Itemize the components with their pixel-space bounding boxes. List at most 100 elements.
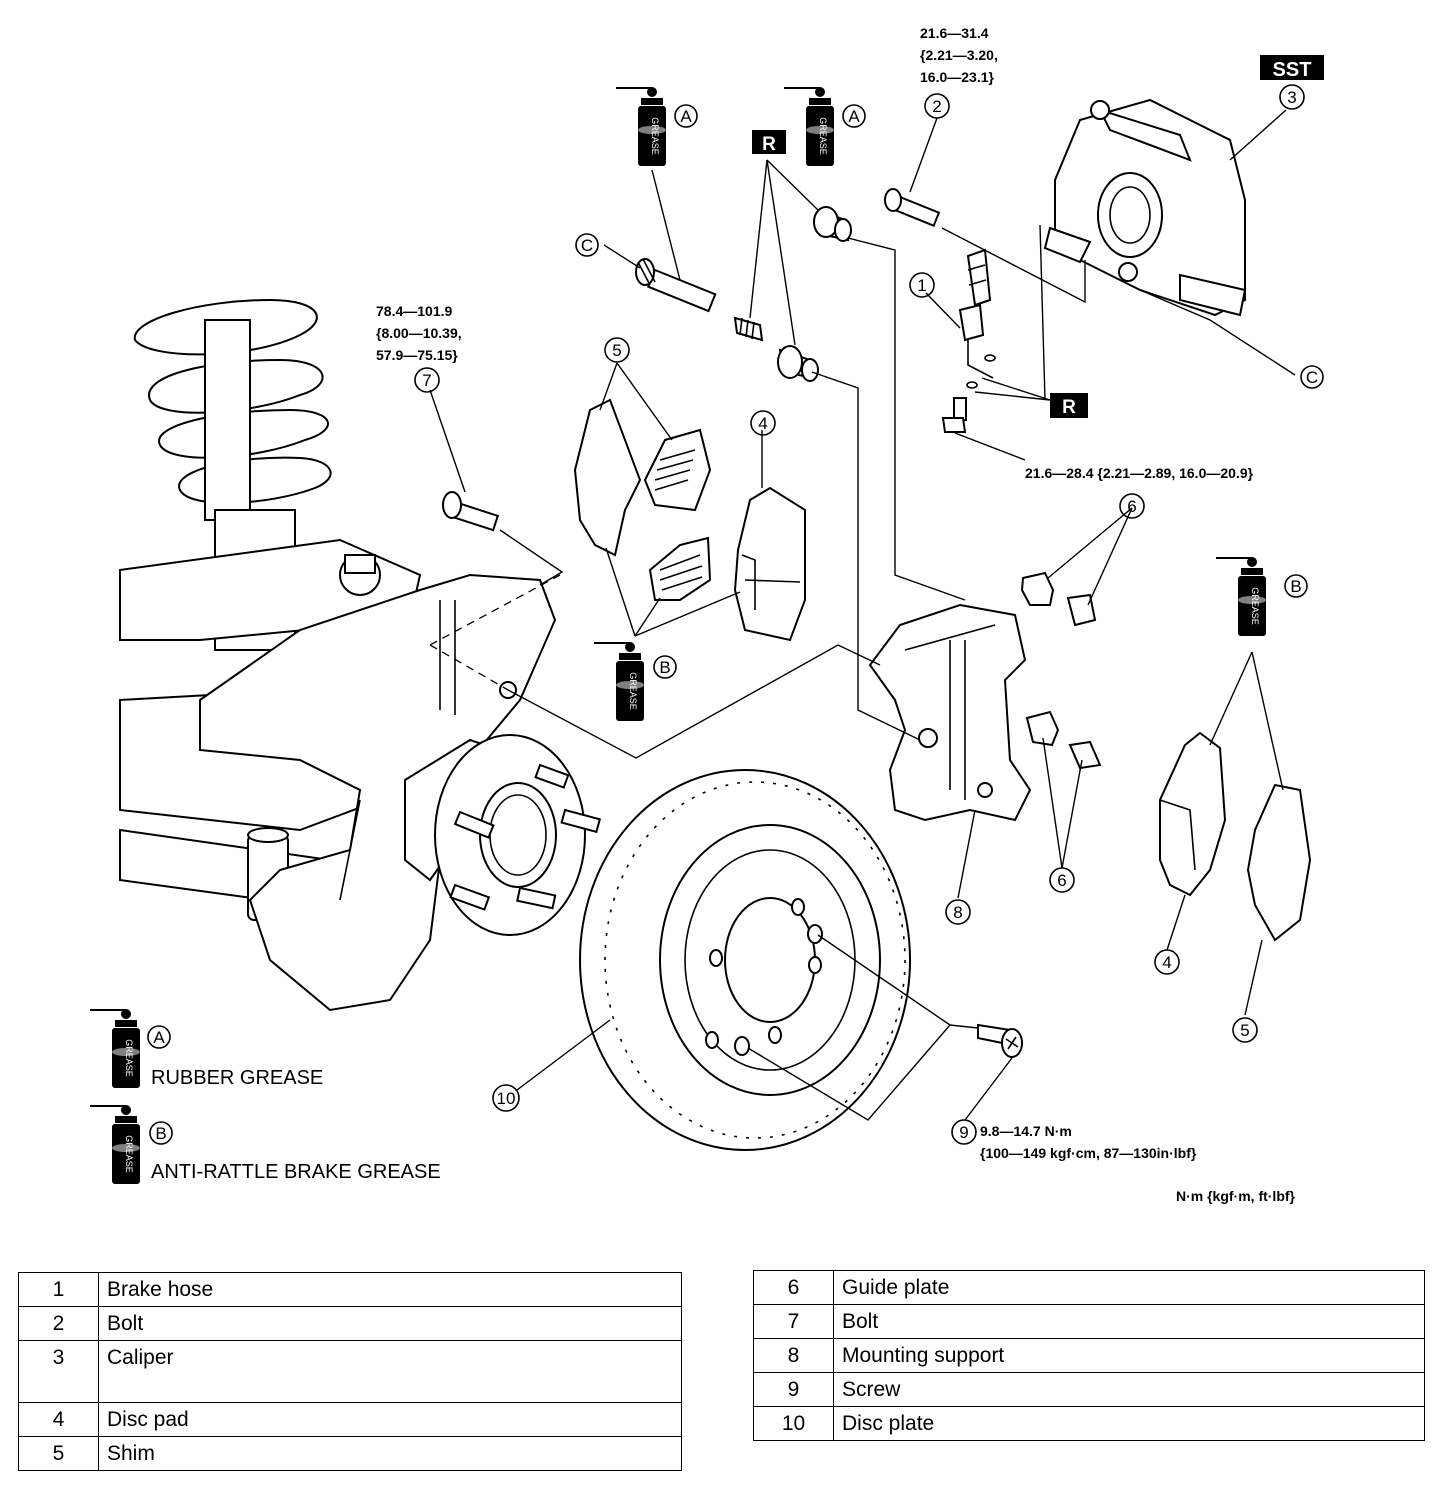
grease-letter-b: B: [149, 1121, 173, 1145]
svg-text:1: 1: [917, 276, 926, 295]
torque-units: N·m {kgf·m, ft·lbf}: [1176, 1188, 1296, 1204]
svg-text:4: 4: [1162, 953, 1171, 972]
suspension-assembly: [119, 298, 601, 1012]
grease-letter-a: A: [147, 1025, 171, 1049]
svg-text:9.8—14.7 N·m: 9.8—14.7 N·m: [980, 1123, 1072, 1139]
callout-4: 4: [1154, 949, 1180, 975]
callout-10: 10: [492, 1084, 520, 1112]
svg-text:{2.21—3.20,: {2.21—3.20,: [920, 47, 998, 63]
svg-text:10: 10: [497, 1089, 516, 1108]
brake-exploded-diagram: GREASE GREASE GREASE GREASE GREASE GREAS…: [89, 25, 1324, 1204]
guide-plates: [1020, 571, 1102, 770]
callout-1: 1: [909, 272, 935, 298]
callout-3: 3: [1279, 84, 1305, 110]
svg-text:8: 8: [953, 903, 962, 922]
hub-studs: [449, 763, 601, 911]
svg-text:GREASE: GREASE: [1250, 587, 1260, 625]
svg-text:6: 6: [1057, 871, 1066, 890]
svg-text:7: 7: [422, 371, 431, 390]
disc-plate: [579, 769, 911, 1151]
svg-text:5: 5: [1240, 1021, 1249, 1040]
svg-text:A: A: [680, 107, 692, 126]
svg-text:16.0—23.1}: 16.0—23.1}: [920, 69, 994, 85]
grease-can-legend-a: GREASE: [89, 1008, 141, 1089]
torque-spec-bolt-2: 21.6—31.4 {2.21—3.20, 16.0—23.1}: [920, 25, 998, 85]
callout-4: 4: [750, 410, 776, 436]
replace-badge: R: [1050, 393, 1088, 418]
callout-9: 9: [951, 1119, 977, 1145]
legend-anti-rattle-grease: ANTI-RATTLE BRAKE GREASE: [151, 1161, 441, 1183]
brake-hose: [941, 248, 996, 433]
svg-text:5: 5: [612, 341, 621, 360]
svg-text:2: 2: [932, 97, 941, 116]
svg-text:9: 9: [959, 1123, 968, 1142]
screw: [977, 1023, 1023, 1058]
svg-text:A: A: [153, 1028, 165, 1047]
slide-pin: [635, 258, 717, 313]
torque-spec-screw-9: 9.8—14.7 N·m {100—149 kgf·cm, 87—130in·l…: [980, 1123, 1197, 1161]
svg-text:GREASE: GREASE: [124, 1135, 134, 1173]
grease-can-b-pad: GREASE: [1215, 556, 1267, 637]
svg-text:GREASE: GREASE: [628, 672, 638, 710]
callout-7: 7: [414, 367, 440, 393]
grease-can-legend-b: GREASE: [89, 1104, 141, 1185]
torque-spec-bolt-7: 78.4—101.9 {8.00—10.39, 57.9—75.15}: [376, 303, 462, 363]
svg-text:B: B: [1290, 577, 1301, 596]
svg-text:4: 4: [758, 414, 767, 433]
callout-5: 5: [1232, 1017, 1258, 1043]
grease-letter-c: C: [575, 233, 599, 257]
grease-letter-b: B: [653, 655, 677, 679]
svg-text:3: 3: [1287, 88, 1296, 107]
svg-text:GREASE: GREASE: [650, 117, 660, 155]
svg-text:A: A: [848, 107, 860, 126]
grease-letter-a: A: [842, 104, 866, 128]
sst-badge: SST: [1260, 55, 1324, 81]
svg-text:R: R: [762, 134, 776, 155]
grease-letter-c: C: [1300, 365, 1324, 389]
replace-badge: R: [752, 130, 786, 155]
svg-text:78.4—101.9: 78.4—101.9: [376, 303, 452, 319]
mounting-support: [868, 603, 1032, 822]
svg-text:GREASE: GREASE: [818, 117, 828, 155]
shim-inner: [573, 398, 712, 601]
bolt-7: [442, 491, 500, 532]
caliper: [1043, 98, 1247, 317]
svg-text:C: C: [1306, 368, 1318, 387]
grease-letter-a: A: [674, 104, 698, 128]
svg-text:R: R: [1062, 397, 1076, 418]
callout-8: 8: [945, 899, 971, 925]
svg-text:{8.00—10.39,: {8.00—10.39,: [376, 325, 462, 341]
svg-text:{100—149 kgf·cm, 87—130in·lbf}: {100—149 kgf·cm, 87—130in·lbf}: [980, 1145, 1197, 1161]
svg-text:21.6—31.4: 21.6—31.4: [920, 25, 989, 41]
svg-text:B: B: [155, 1124, 166, 1143]
callout-6: 6: [1049, 867, 1075, 893]
disc-pad-inner: [733, 486, 806, 642]
svg-text:C: C: [581, 236, 593, 255]
bushing-and-spring: [733, 206, 852, 382]
grease-letter-b: B: [1284, 574, 1308, 598]
legend-rubber-grease: RUBBER GREASE: [151, 1067, 323, 1089]
svg-text:GREASE: GREASE: [124, 1039, 134, 1077]
svg-text:57.9—75.15}: 57.9—75.15}: [376, 347, 458, 363]
grease-can-b-shim: GREASE: [593, 641, 645, 722]
callout-5: 5: [604, 337, 630, 363]
svg-text:6: 6: [1127, 497, 1136, 516]
leader-lines: [429, 109, 1296, 1121]
grease-can-a-boot: GREASE: [783, 86, 835, 167]
grease-can-a-pin: GREASE: [615, 86, 667, 167]
bolt-2: [884, 188, 941, 228]
shim-outer: [1246, 783, 1312, 942]
callout-6: 6: [1119, 493, 1145, 519]
disc-pad-outer: [1159, 731, 1227, 897]
